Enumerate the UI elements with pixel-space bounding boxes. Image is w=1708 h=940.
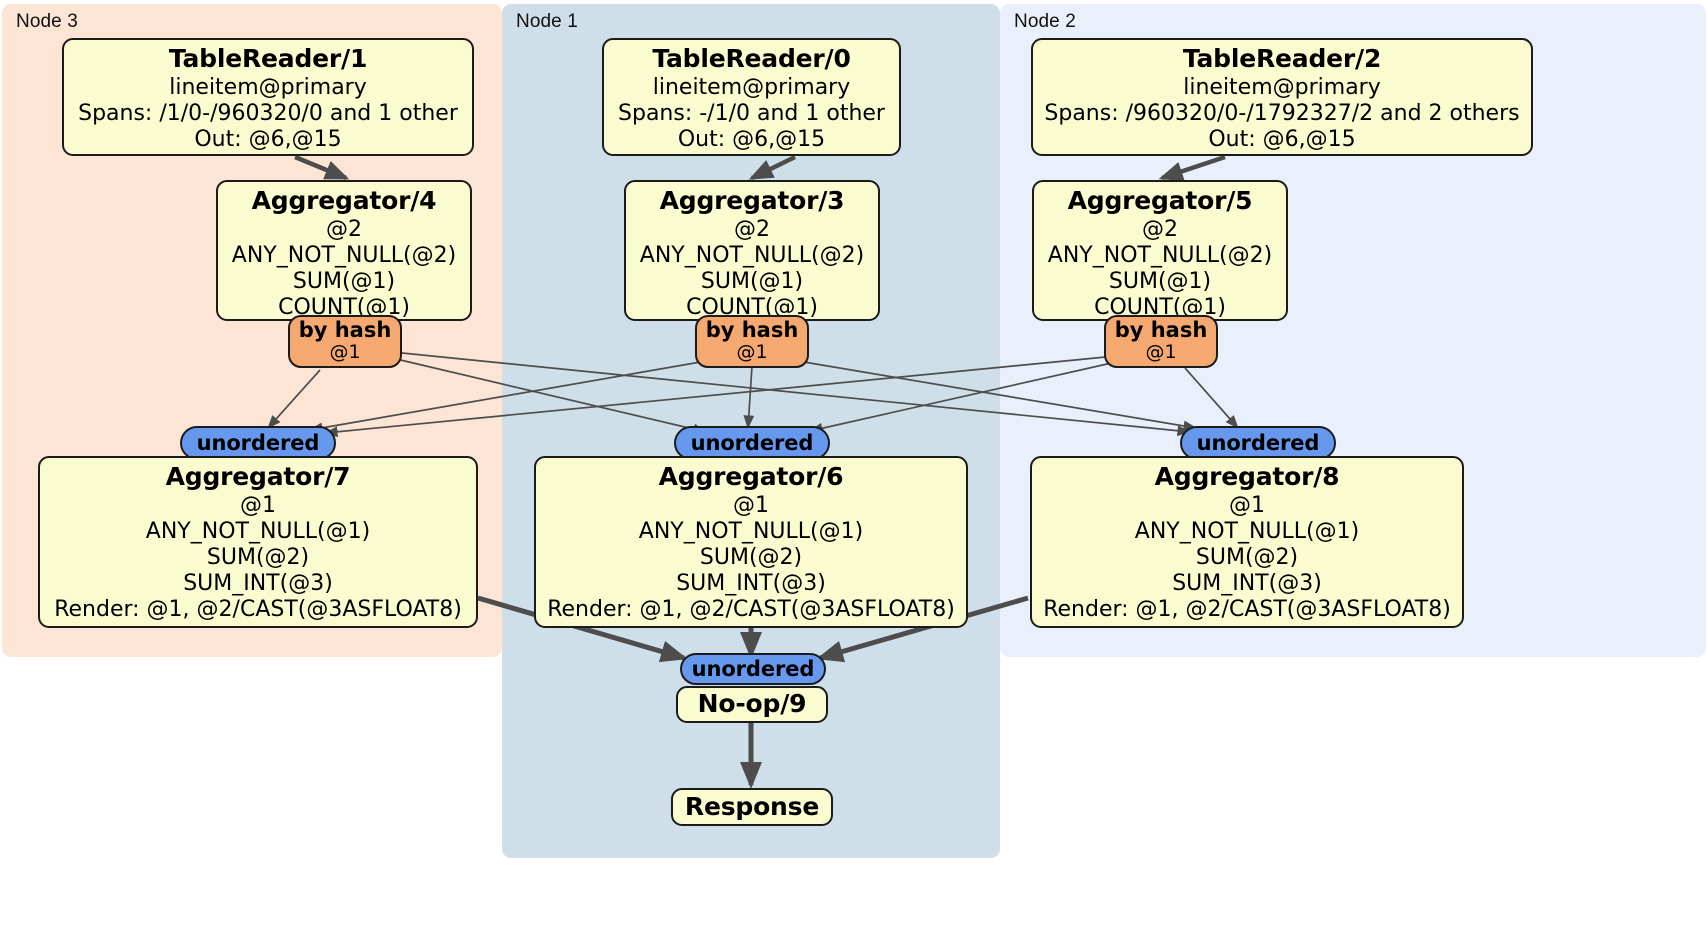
- processor-title: TableReader/2: [1182, 44, 1382, 73]
- processor-line: Out: @6,@15: [194, 126, 342, 152]
- processor-line: @1: [240, 492, 276, 518]
- synchronizer-badge-unordered-left[interactable]: unordered: [180, 426, 336, 460]
- processor-title: Response: [684, 791, 820, 821]
- processor-aggregator-7[interactable]: Aggregator/7 @1 ANY_NOT_NULL(@1) SUM(@2)…: [38, 456, 478, 628]
- router-badge-sublabel: @1: [736, 340, 768, 363]
- processor-line: ANY_NOT_NULL(@1): [145, 518, 371, 544]
- processor-line: lineitem@primary: [1183, 74, 1381, 100]
- node-label-node2: Node 2: [1014, 11, 1076, 32]
- processor-aggregator-3[interactable]: Aggregator/3 @2 ANY_NOT_NULL(@2) SUM(@1)…: [624, 180, 880, 321]
- processor-response[interactable]: Response: [671, 788, 833, 826]
- processor-line: @2: [326, 216, 362, 242]
- processor-line: @2: [734, 216, 770, 242]
- processor-title: No-op/9: [697, 689, 807, 719]
- processor-line: SUM_INT(@3): [183, 570, 333, 596]
- processor-line: ANY_NOT_NULL(@2): [639, 242, 865, 268]
- synchronizer-badge-unordered-center[interactable]: unordered: [674, 426, 830, 460]
- processor-line: Render: @1, @2/CAST(@3ASFLOAT8): [1043, 596, 1451, 622]
- processor-title: TableReader/1: [168, 44, 368, 73]
- processor-table-reader-2[interactable]: TableReader/2 lineitem@primary Spans: /9…: [1031, 38, 1533, 156]
- processor-title: Aggregator/4: [251, 186, 437, 215]
- processor-line: Render: @1, @2/CAST(@3ASFLOAT8): [547, 596, 955, 622]
- processor-line: ANY_NOT_NULL(@1): [638, 518, 864, 544]
- processor-line: Spans: /960320/0-/1792327/2 and 2 others: [1044, 100, 1520, 126]
- processor-line: Out: @6,@15: [1208, 126, 1356, 152]
- router-badge-sublabel: @1: [1145, 340, 1177, 363]
- processor-line: ANY_NOT_NULL(@2): [231, 242, 457, 268]
- router-badge-by-hash-left[interactable]: by hash @1: [288, 315, 402, 368]
- processor-line: Spans: -/1/0 and 1 other: [618, 100, 885, 126]
- router-badge-by-hash-right[interactable]: by hash @1: [1104, 315, 1218, 368]
- synchronizer-badge-label: unordered: [196, 431, 320, 455]
- processor-line: SUM(@2): [699, 544, 803, 570]
- processor-title: Aggregator/3: [659, 186, 845, 215]
- processor-line: SUM(@2): [1195, 544, 1299, 570]
- processor-line: Out: @6,@15: [677, 126, 826, 152]
- processor-line: Render: @1, @2/CAST(@3ASFLOAT8): [54, 596, 462, 622]
- synchronizer-badge-label: unordered: [691, 657, 815, 681]
- processor-line: @2: [1142, 216, 1178, 242]
- synchronizer-badge-unordered-final[interactable]: unordered: [680, 653, 826, 685]
- processor-line: lineitem@primary: [652, 74, 851, 100]
- processor-line: lineitem@primary: [169, 74, 367, 100]
- processor-line: SUM(@1): [292, 268, 396, 294]
- processor-line: @1: [1229, 492, 1265, 518]
- router-badge-label: by hash: [298, 318, 392, 342]
- processor-line: @1: [733, 492, 769, 518]
- processor-title: Aggregator/6: [658, 462, 844, 491]
- processor-line: SUM(@1): [700, 268, 804, 294]
- router-badge-sublabel: @1: [329, 340, 361, 363]
- processor-line: SUM_INT(@3): [1172, 570, 1322, 596]
- processor-aggregator-8[interactable]: Aggregator/8 @1 ANY_NOT_NULL(@1) SUM(@2)…: [1030, 456, 1464, 628]
- synchronizer-badge-label: unordered: [1196, 431, 1320, 455]
- processor-table-reader-0[interactable]: TableReader/0 lineitem@primary Spans: -/…: [602, 38, 901, 156]
- processor-title: Aggregator/8: [1154, 462, 1340, 491]
- node-label-node1: Node 1: [516, 11, 578, 32]
- processor-title: Aggregator/7: [165, 462, 351, 491]
- processor-aggregator-6[interactable]: Aggregator/6 @1 ANY_NOT_NULL(@1) SUM(@2)…: [534, 456, 968, 628]
- processor-title: TableReader/0: [652, 44, 851, 73]
- processor-line: SUM_INT(@3): [676, 570, 826, 596]
- router-badge-label: by hash: [705, 318, 799, 342]
- synchronizer-badge-label: unordered: [690, 431, 814, 455]
- processor-line: SUM(@2): [206, 544, 310, 570]
- router-badge-label: by hash: [1114, 318, 1208, 342]
- processor-line: ANY_NOT_NULL(@1): [1134, 518, 1360, 544]
- processor-aggregator-5[interactable]: Aggregator/5 @2 ANY_NOT_NULL(@2) SUM(@1)…: [1032, 180, 1288, 321]
- processor-table-reader-1[interactable]: TableReader/1 lineitem@primary Spans: /1…: [62, 38, 474, 156]
- synchronizer-badge-unordered-right[interactable]: unordered: [1180, 426, 1336, 460]
- processor-line: SUM(@1): [1108, 268, 1212, 294]
- processor-line: ANY_NOT_NULL(@2): [1047, 242, 1273, 268]
- processor-line: Spans: /1/0-/960320/0 and 1 other: [78, 100, 458, 126]
- router-badge-by-hash-center[interactable]: by hash @1: [695, 315, 809, 368]
- processor-title: Aggregator/5: [1067, 186, 1253, 215]
- processor-no-op-9[interactable]: No-op/9: [676, 686, 828, 723]
- node-label-node3: Node 3: [16, 11, 78, 32]
- processor-aggregator-4[interactable]: Aggregator/4 @2 ANY_NOT_NULL(@2) SUM(@1)…: [216, 180, 472, 321]
